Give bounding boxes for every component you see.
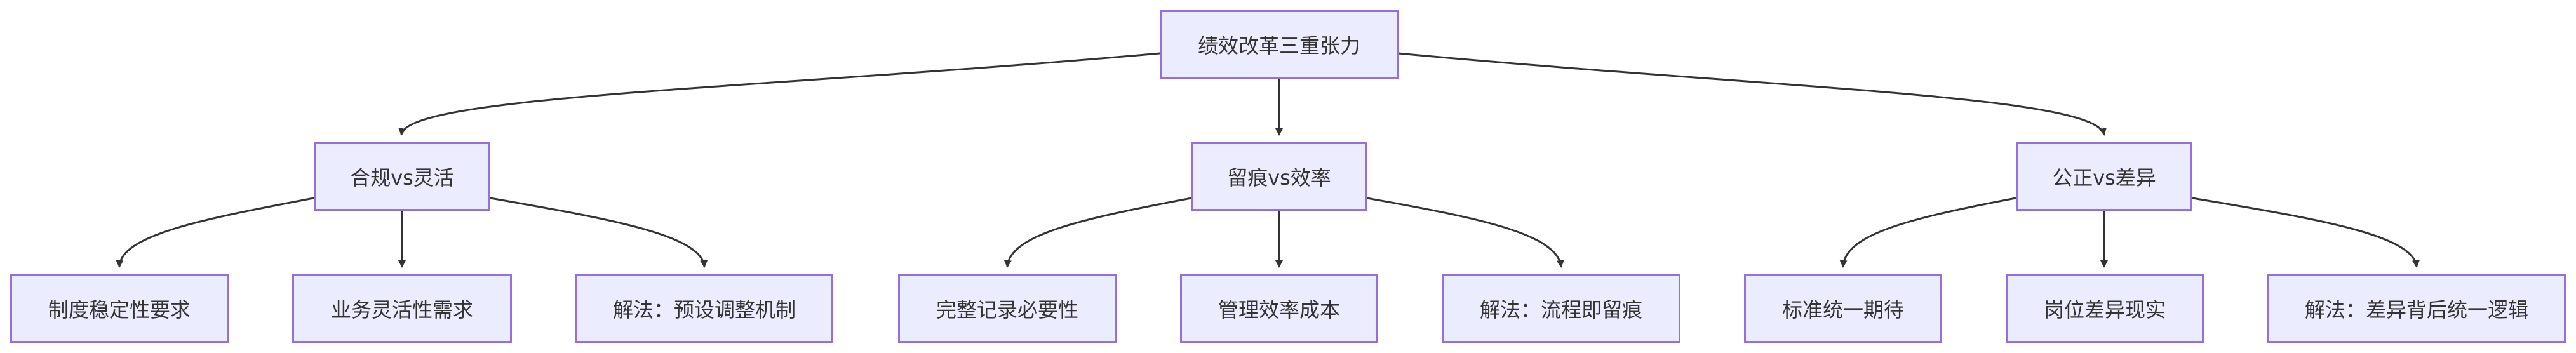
edge-branch-2-to-leaf-1 bbox=[1003, 197, 1192, 268]
leaf-node-solution-preset-adjustment: 解法：预设调整机制 bbox=[575, 274, 833, 343]
leaf-node-label: 岗位差异现实 bbox=[2043, 298, 2166, 322]
leaf-node-label: 制度稳定性要求 bbox=[48, 298, 191, 322]
branch-node-label: 公正vs差异 bbox=[2052, 166, 2156, 190]
edge-branch-3-to-leaf-3 bbox=[2192, 197, 2420, 268]
leaf-node-complete-records: 完整记录必要性 bbox=[898, 274, 1117, 343]
leaf-node-label: 业务灵活性需求 bbox=[330, 298, 473, 322]
edge-branch-1-to-leaf-1 bbox=[116, 197, 314, 268]
branch-node-label: 合规vs灵活 bbox=[350, 166, 454, 190]
leaf-node-label: 标准统一期待 bbox=[1781, 298, 1904, 322]
leaf-node-unified-standard: 标准统一期待 bbox=[1744, 274, 1942, 343]
branch-node-trace-vs-efficiency: 留痕vs效率 bbox=[1191, 142, 1367, 211]
root-node: 绩效改革三重张力 bbox=[1160, 10, 1399, 79]
edge-branch-1-to-leaf-3 bbox=[490, 197, 708, 268]
edge-branch-2-to-leaf-3 bbox=[1366, 197, 1564, 268]
leaf-node-position-difference: 岗位差异现实 bbox=[2006, 274, 2204, 343]
root-node-label: 绩效改革三重张力 bbox=[1197, 34, 1360, 58]
leaf-node-label: 解法：流程即留痕 bbox=[1479, 298, 1642, 322]
leaf-node-label: 解法：预设调整机制 bbox=[612, 298, 796, 322]
branch-node-fairness-vs-difference: 公正vs差异 bbox=[2016, 142, 2192, 211]
leaf-node-label: 完整记录必要性 bbox=[936, 298, 1078, 322]
edge-branch-3-to-leaf-1 bbox=[1839, 197, 2016, 268]
leaf-node-business-flexibility: 业务灵活性需求 bbox=[292, 274, 512, 343]
leaf-node-solution-process-as-trace: 解法：流程即留痕 bbox=[1442, 274, 1680, 343]
leaf-node-solution-unified-logic: 解法：差异背后统一逻辑 bbox=[2267, 274, 2566, 343]
leaf-node-label: 管理效率成本 bbox=[1218, 298, 1340, 322]
leaf-node-management-efficiency-cost: 管理效率成本 bbox=[1180, 274, 1378, 343]
branch-node-compliance-vs-flexibility: 合规vs灵活 bbox=[314, 142, 490, 211]
leaf-node-system-stability: 制度稳定性要求 bbox=[10, 274, 229, 343]
branch-node-label: 留痕vs效率 bbox=[1227, 166, 1331, 190]
edge-root-to-branch-1 bbox=[398, 52, 1160, 136]
edge-root-to-branch-3 bbox=[1398, 52, 2107, 136]
leaf-node-label: 解法：差异背后统一逻辑 bbox=[2304, 298, 2528, 322]
